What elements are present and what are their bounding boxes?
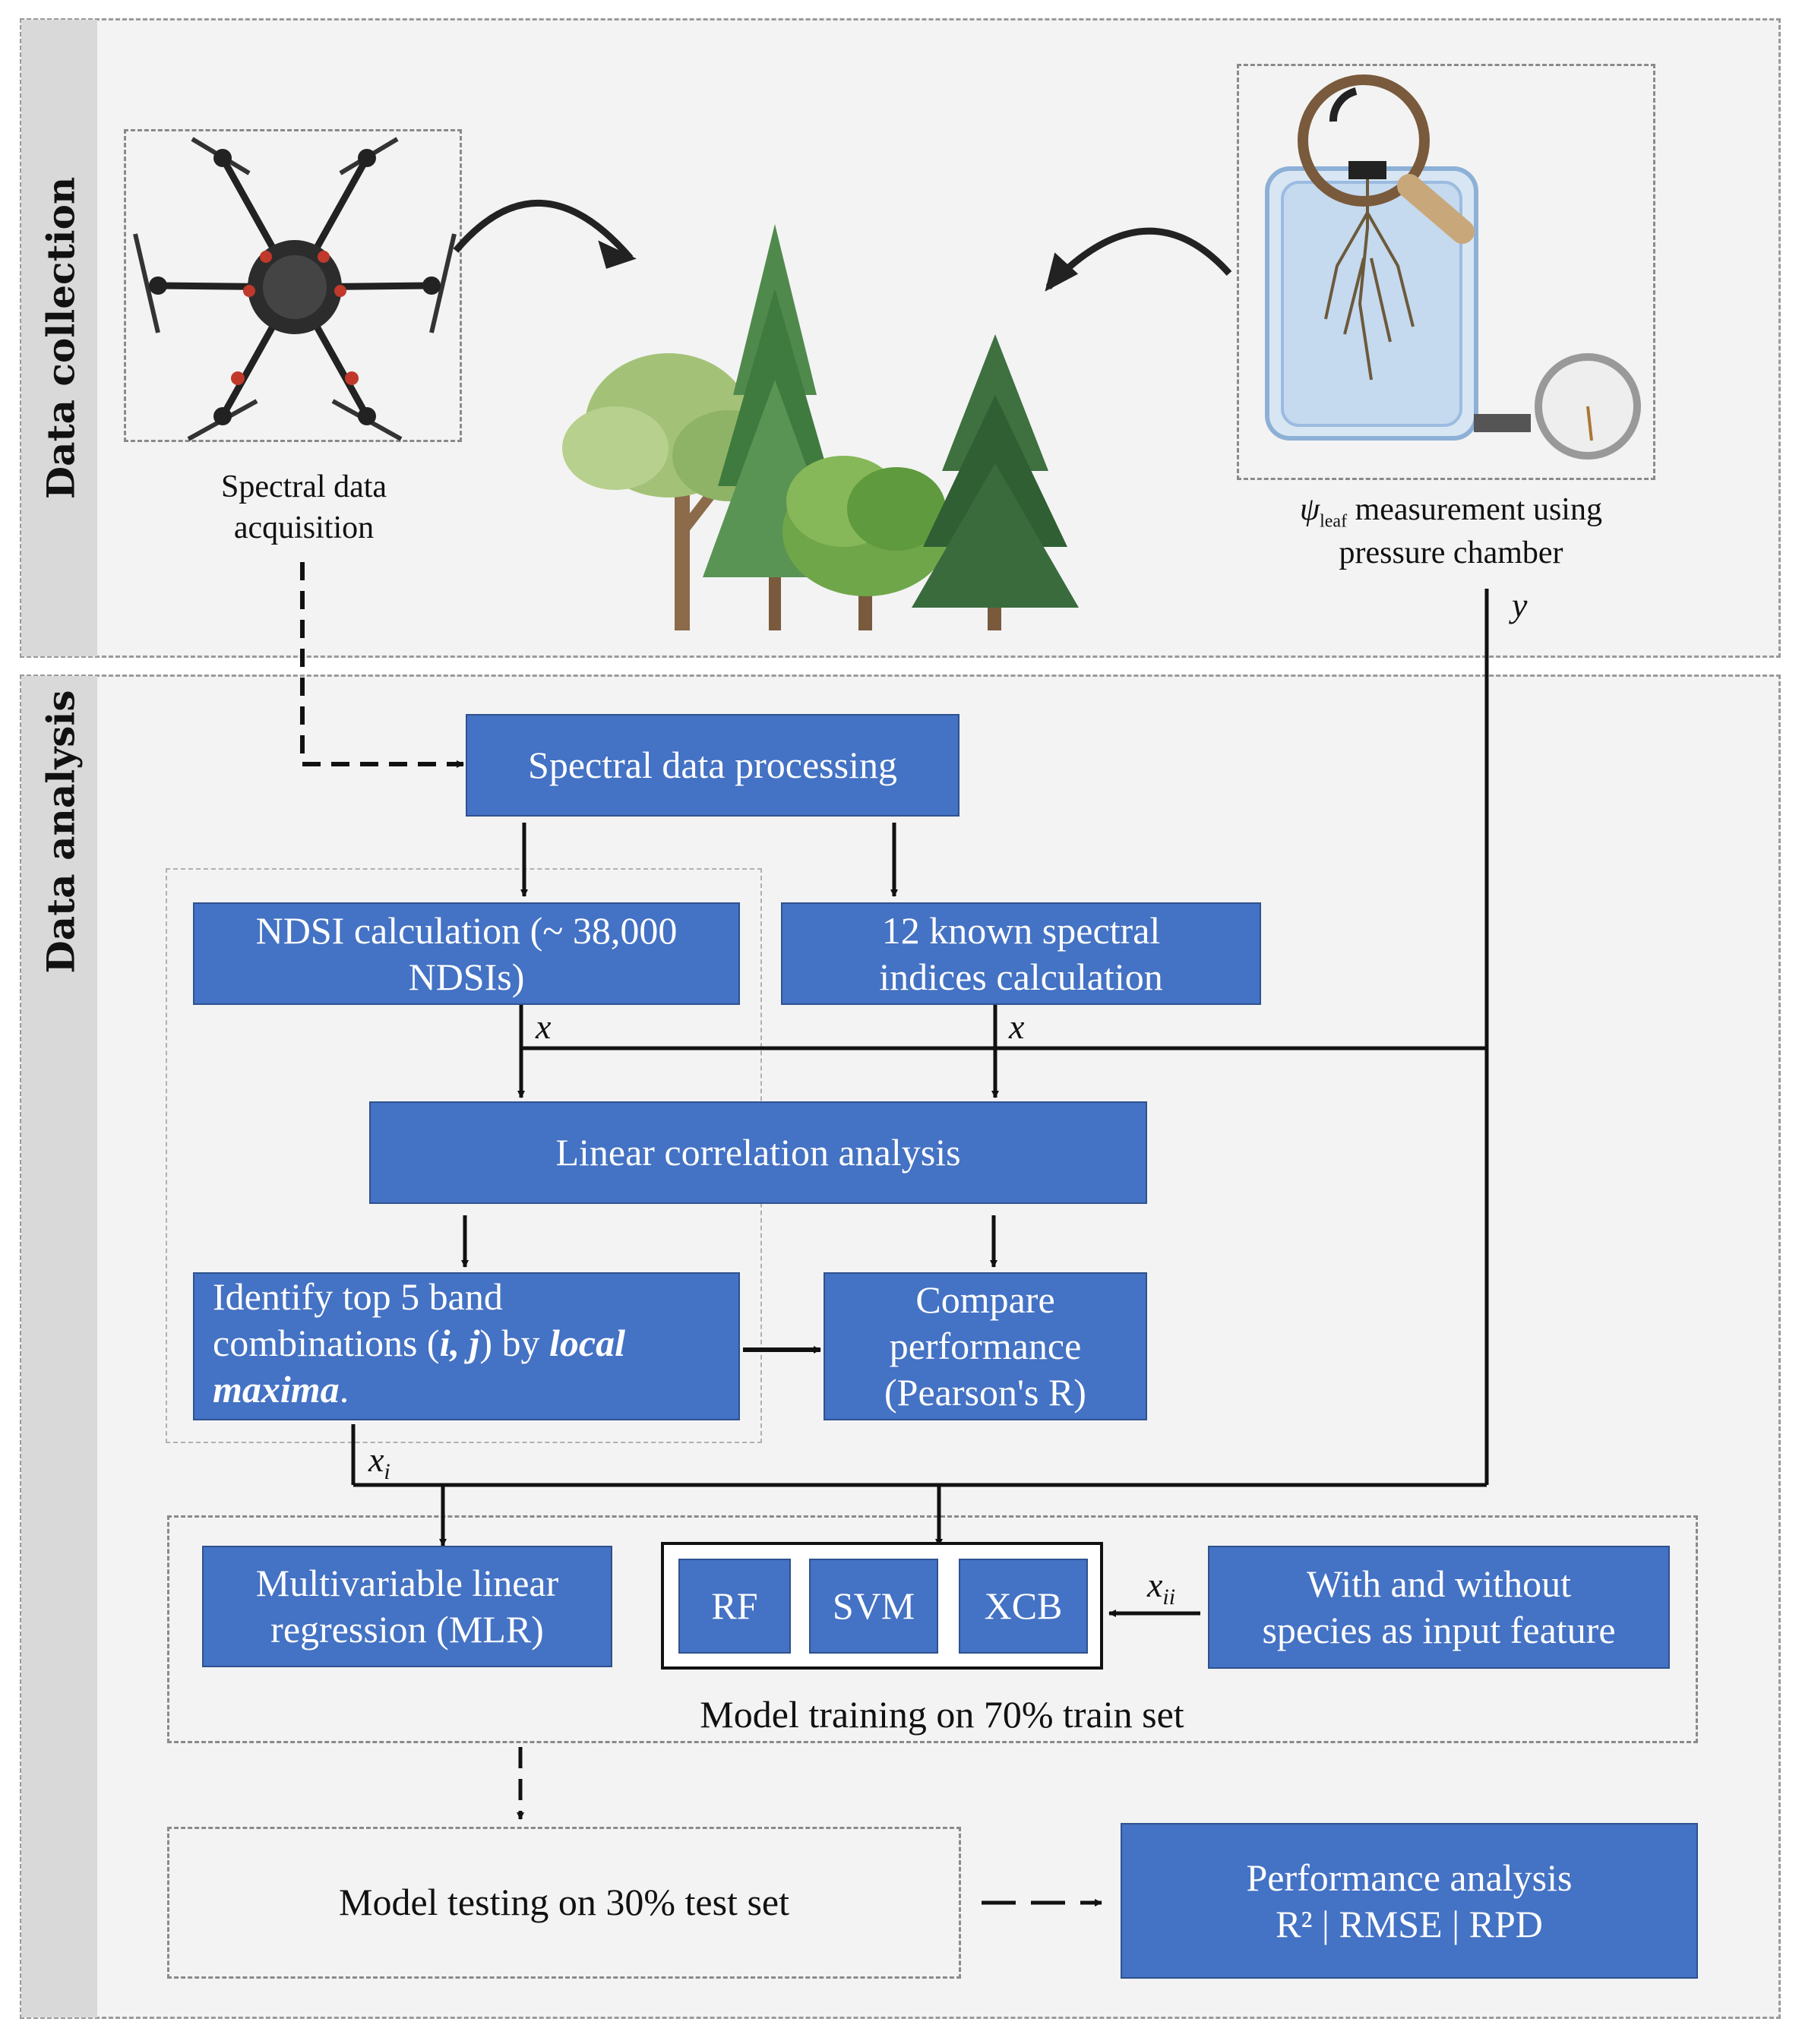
performance-analysis-box: Performance analysis R² | RMSE | RPD: [1121, 1823, 1698, 1979]
svm-box: SVM: [809, 1559, 938, 1654]
testing-frame: [167, 1827, 961, 1979]
data-collection-sidebar: [21, 20, 97, 656]
data-analysis-sidebar: [21, 676, 97, 2017]
drone-frame: [124, 129, 462, 442]
x-label-known: x: [1009, 1007, 1025, 1046]
known-indices-box: 12 known spectral indices calculation: [781, 902, 1261, 1005]
training-caption: Model training on 70% train set: [700, 1693, 1184, 1736]
ndsi-calculation-box: NDSI calculation (~ 38,000 NDSIs): [193, 902, 740, 1005]
xii-label: xii: [1147, 1565, 1176, 1610]
x-label-ndsi: x: [536, 1007, 552, 1046]
spectral-processing-box: Spectral data processing: [466, 714, 959, 817]
drone-caption-line2: acquisition: [233, 510, 375, 545]
testing-caption: Model testing on 30% test set: [339, 1881, 789, 1923]
training-frame: [167, 1515, 1698, 1743]
y-label: y: [1512, 586, 1528, 624]
mlr-box: Multivariable linear regression (MLR): [202, 1546, 612, 1667]
compare-performance-box: Compare performance (Pearson's R): [824, 1272, 1147, 1420]
chamber-caption-line1: measurement using: [1347, 492, 1602, 527]
data-analysis-label: Data analysis: [38, 690, 84, 974]
species-feature-box: With and without species as input featur…: [1208, 1546, 1670, 1669]
drone-caption: Spectral data acquisition: [152, 467, 456, 549]
chamber-caption: ψleaf measurement using pressure chamber: [1216, 490, 1687, 574]
pressure-chamber-frame: [1237, 64, 1655, 480]
linear-correlation-box: Linear correlation analysis: [369, 1101, 1147, 1204]
xgb-box: XCB: [959, 1559, 1088, 1654]
drone-caption-line1: Spectral data: [220, 469, 387, 504]
psi-symbol: ψ: [1300, 492, 1320, 527]
identify-top-5-box: Identify top 5 band combinations (i, j) …: [193, 1272, 740, 1420]
chamber-caption-line2: pressure chamber: [1339, 535, 1563, 571]
psi-subscript: leaf: [1320, 511, 1348, 532]
xi-label: xi: [368, 1440, 390, 1485]
rf-box: RF: [678, 1559, 791, 1654]
data-collection-label: Data collection: [38, 176, 84, 500]
